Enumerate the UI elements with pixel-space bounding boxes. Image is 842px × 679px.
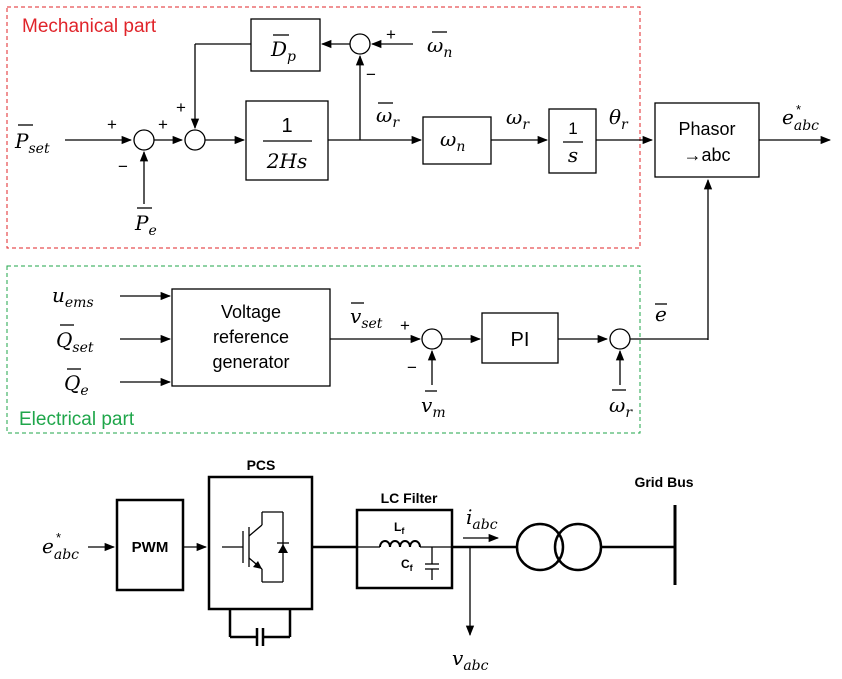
gain-label: ωn	[440, 127, 465, 155]
pcs-block	[207, 475, 314, 611]
star-superscript: *	[796, 102, 801, 117]
plus-sign: +	[400, 316, 410, 335]
lc-filter-label: LC Filter	[381, 490, 438, 506]
omega-r-bar-label-2: ωr	[609, 393, 633, 421]
damping-block	[250, 18, 321, 72]
v-set-label: vset	[350, 304, 383, 332]
phasor-label-line1: Phasor	[678, 119, 735, 139]
sum-junction-damping-feedback	[184, 129, 206, 151]
minus-sign: −	[407, 358, 417, 377]
integrator-denominator: s	[568, 143, 578, 167]
integrator-block	[548, 108, 597, 174]
inertia-denominator: 2Hs	[266, 149, 307, 173]
grid-bus-label: Grid Bus	[634, 474, 693, 490]
omega-r-bar-label: ωr	[376, 103, 400, 131]
plus-sign: +	[176, 98, 186, 117]
inertia-numerator: 1	[281, 115, 292, 137]
pwm-block	[115, 498, 185, 592]
lf-label: Lf	[394, 520, 405, 536]
gain-block	[422, 116, 492, 165]
pi-controller-block	[481, 312, 559, 364]
minus-sign: −	[118, 157, 128, 176]
pi-label: PI	[511, 329, 530, 351]
minus-sign: −	[366, 65, 376, 84]
sum-junction-power	[133, 129, 155, 151]
pcs-label: PCS	[247, 457, 276, 473]
u-ems-label: uems	[52, 283, 94, 311]
filter-capacitor-icon	[425, 547, 439, 580]
electrical-part-title: Electrical part	[19, 409, 135, 430]
plus-sign: +	[386, 25, 396, 44]
inductor-icon	[357, 540, 452, 548]
theta-r-label: θr	[609, 105, 629, 133]
cf-label: Cf	[401, 557, 414, 573]
igbt-switch-icon	[222, 511, 289, 583]
plus-sign: +	[158, 115, 168, 134]
star-superscript: *	[56, 530, 61, 545]
p-set-label: Pset	[14, 129, 50, 157]
lc-filter-block	[355, 508, 454, 590]
circuit-input-label: eabc	[42, 534, 79, 563]
integrator-numerator: 1	[568, 119, 577, 138]
e-bar-label: e	[655, 302, 667, 326]
mechanical-part-title: Mechanical part	[22, 16, 157, 37]
vrg-line3: generator	[212, 352, 289, 372]
q-e-label: Qe	[64, 371, 89, 399]
voltage-reference-generator-block	[171, 288, 331, 387]
sum-junction-voltage	[421, 328, 443, 350]
transformer-icon	[515, 522, 603, 572]
electrical-part-frame	[6, 265, 641, 434]
mechanical-part-frame	[6, 6, 641, 249]
v-abc-label: vabc	[452, 646, 489, 674]
q-set-label: Qset	[56, 328, 94, 356]
i-abc-label: iabc	[466, 505, 498, 533]
sum-junction-damping	[349, 33, 371, 55]
vrg-line1: Voltage	[221, 302, 281, 322]
sum-junction-e	[609, 328, 631, 350]
v-m-label: vm	[421, 393, 446, 421]
plus-sign: +	[107, 115, 117, 134]
vrg-line2: reference	[213, 327, 289, 347]
e-abc-star-output: eabc	[782, 105, 819, 134]
damping-label: Dp	[270, 37, 296, 65]
phasor-block	[654, 102, 760, 178]
p-e-label: Pe	[134, 211, 157, 239]
pwm-label: PWM	[132, 539, 169, 556]
phasor-label-line2: →abc	[683, 145, 730, 165]
dc-link-capacitor-icon	[228, 609, 292, 646]
omega-n-input-label: ωn	[427, 33, 452, 61]
omega-r-label: ωr	[506, 105, 530, 133]
